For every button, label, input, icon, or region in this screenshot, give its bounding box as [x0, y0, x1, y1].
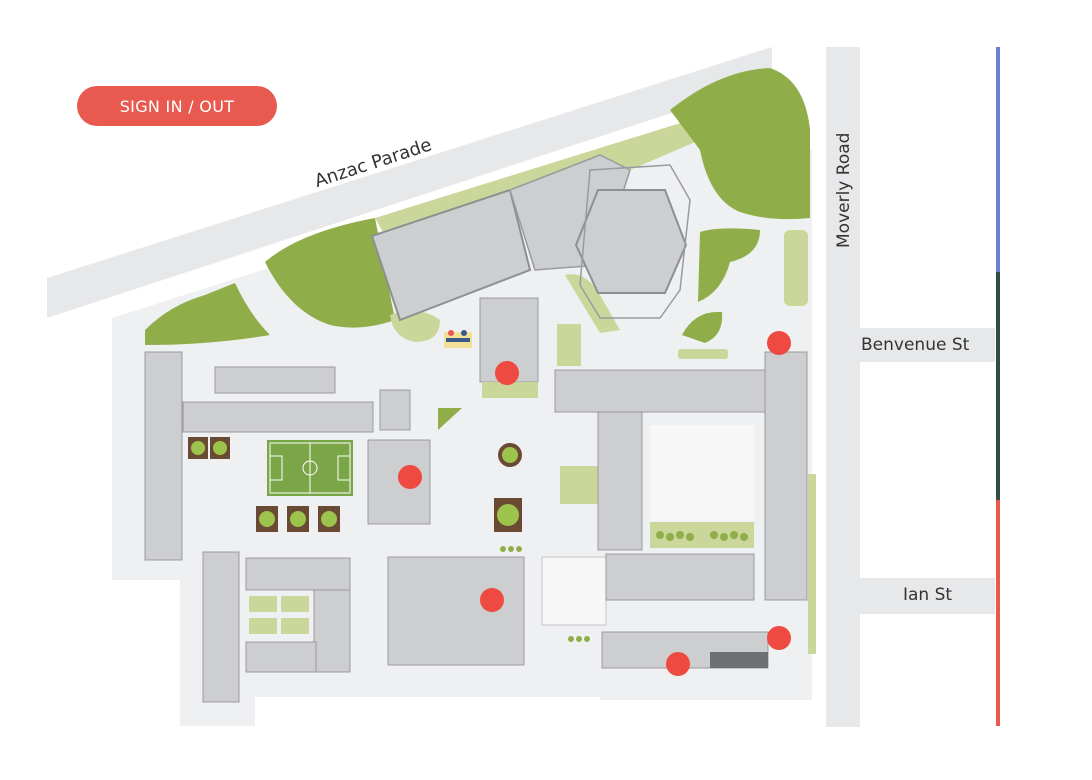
southwest-building-1	[202, 551, 240, 703]
location-marker[interactable]	[495, 361, 519, 385]
south-white-block	[541, 556, 607, 626]
benvenue-street	[860, 328, 995, 362]
legend-bar-blue	[996, 47, 1000, 272]
moverly-road	[826, 47, 860, 727]
tree-planters	[188, 437, 522, 532]
location-marker[interactable]	[767, 331, 791, 355]
park-strip-2	[678, 349, 728, 359]
southwest-lawn-4	[281, 618, 309, 634]
ian-street	[860, 578, 995, 614]
pitch-box-right	[337, 455, 351, 481]
moverly-road-label: Moverly Road	[834, 132, 854, 248]
south-central-building	[387, 556, 525, 666]
park-east-1	[698, 228, 760, 302]
west-building-4	[379, 389, 411, 431]
lawn-triangle	[438, 408, 462, 430]
location-marker[interactable]	[767, 626, 791, 650]
southwest-lawn-1	[249, 596, 277, 612]
park-east-2	[682, 311, 723, 343]
west-building-3	[214, 366, 336, 394]
anzac-parade-road	[47, 47, 772, 318]
lawn-center	[560, 466, 600, 504]
southwest-building-2	[245, 557, 351, 591]
southwest-building-3	[313, 589, 351, 673]
park-east-strip	[784, 230, 808, 306]
location-markers	[398, 331, 791, 676]
sign-in-out-button[interactable]: SIGN IN / OUT	[77, 86, 277, 126]
west-building-2	[182, 401, 374, 433]
park-strip-3	[557, 324, 581, 366]
legend-bar-red	[996, 500, 1000, 726]
east-building-north	[554, 369, 766, 413]
lawn-south	[650, 522, 754, 548]
east-building-dark	[710, 652, 768, 668]
east-building-south	[605, 553, 755, 601]
east-hedge	[808, 474, 816, 654]
location-marker[interactable]	[666, 652, 690, 676]
location-marker[interactable]	[480, 588, 504, 612]
pitch-box-left	[269, 455, 283, 481]
hexagon-building	[574, 189, 688, 294]
southwest-lawn-3	[249, 618, 277, 634]
legend-bar-dark-green	[996, 272, 1000, 500]
north-hall	[370, 188, 532, 322]
east-courtyard	[650, 425, 754, 521]
west-building-1	[144, 351, 183, 561]
east-building-tall	[764, 351, 808, 601]
benvenue-st-label: Benvenue St	[861, 335, 970, 355]
park-far-west	[145, 283, 270, 345]
location-marker[interactable]	[398, 465, 422, 489]
pitch-circle	[302, 460, 318, 476]
building-central-north-base	[482, 382, 538, 398]
people-icon	[444, 330, 472, 348]
hexagon-wings	[579, 164, 691, 319]
ian-st-label: Ian St	[903, 585, 953, 605]
park-west	[265, 218, 395, 328]
east-courtyard-left	[597, 411, 643, 551]
park-northeast	[670, 68, 810, 220]
southwest-building-4	[245, 641, 317, 673]
hedge-rows	[500, 531, 748, 642]
southwest-lawn-2	[281, 596, 309, 612]
